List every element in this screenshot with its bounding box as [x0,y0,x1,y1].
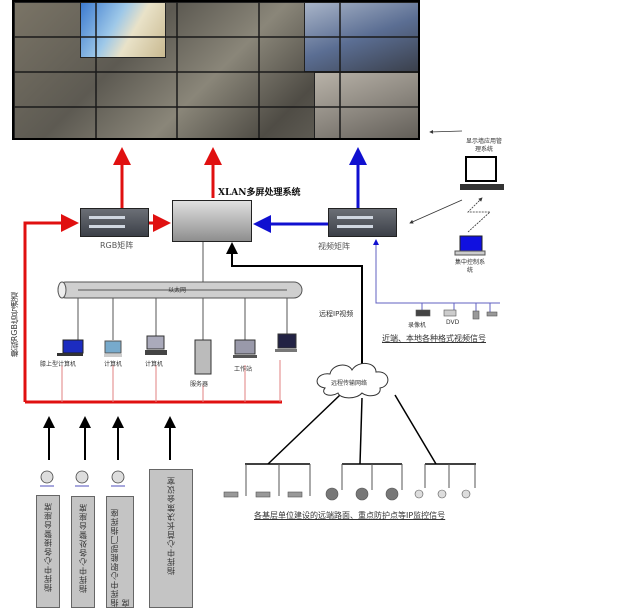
local-device-dvd: DVD [446,319,460,326]
video-matrix-label: 视频矩阵 [318,242,350,251]
local-video-label: 近端、本地各种格式视频信号 [382,334,486,343]
local-device-recorder: 录像机 [408,322,427,329]
seat-label: 指挥中心各处警台座席 [78,503,88,593]
wall-mgmt-label: 显示墙应用管理系统 [465,138,502,153]
video-matrix [328,208,397,237]
device-label-server: 服务器 [190,381,209,388]
seat-label: 指挥中心首长决策会议室 [166,476,176,575]
seat-box-1: 指挥中心各接警台座席 [36,495,60,608]
device-label-computer-2: 计算机 [145,361,164,368]
ip-cameras [223,309,498,501]
ip-camera-label: 各基层单位建设的远端路面、重点防护点等IP监控信号 [254,511,446,520]
device-label-workstation: 工作站 [234,366,253,373]
seat-label: 指挥中心各接警台座席 [43,502,53,592]
computers [57,156,504,375]
central-control-label: 集中控制系统 [454,259,485,274]
ethernet-bus [57,281,303,299]
seat-box-4: 指挥中心首长决策会议室 [149,469,193,608]
seat-box-2: 指挥中心各处警台座席 [71,496,95,608]
device-label-computer: 计算机 [104,361,123,368]
seat-box-3: 指挥中心职能部门指挥座席 [106,496,134,608]
remote-ip-video-label: 远程IP视频 [319,310,354,318]
device-label-laptop: 膝上型计算机 [40,361,77,368]
operator-icons [40,470,125,487]
cloud-icon [316,363,389,399]
rgb-matrix-label: RGB矩阵 [100,241,134,250]
video-wall [12,0,420,140]
seat-label: 指挥中心职能部门指挥座席 [110,508,130,607]
xlan-processor [172,200,252,242]
map-tile [80,2,166,58]
ethernet-label: 以太网 [168,287,187,294]
xlan-label: XLAN多屏处理系统 [218,188,301,198]
rgb-channel-label: 模拟RGB信号通道 [10,292,19,358]
remote-network-label: 远程传输网络 [331,380,368,387]
rgb-matrix [80,208,149,237]
